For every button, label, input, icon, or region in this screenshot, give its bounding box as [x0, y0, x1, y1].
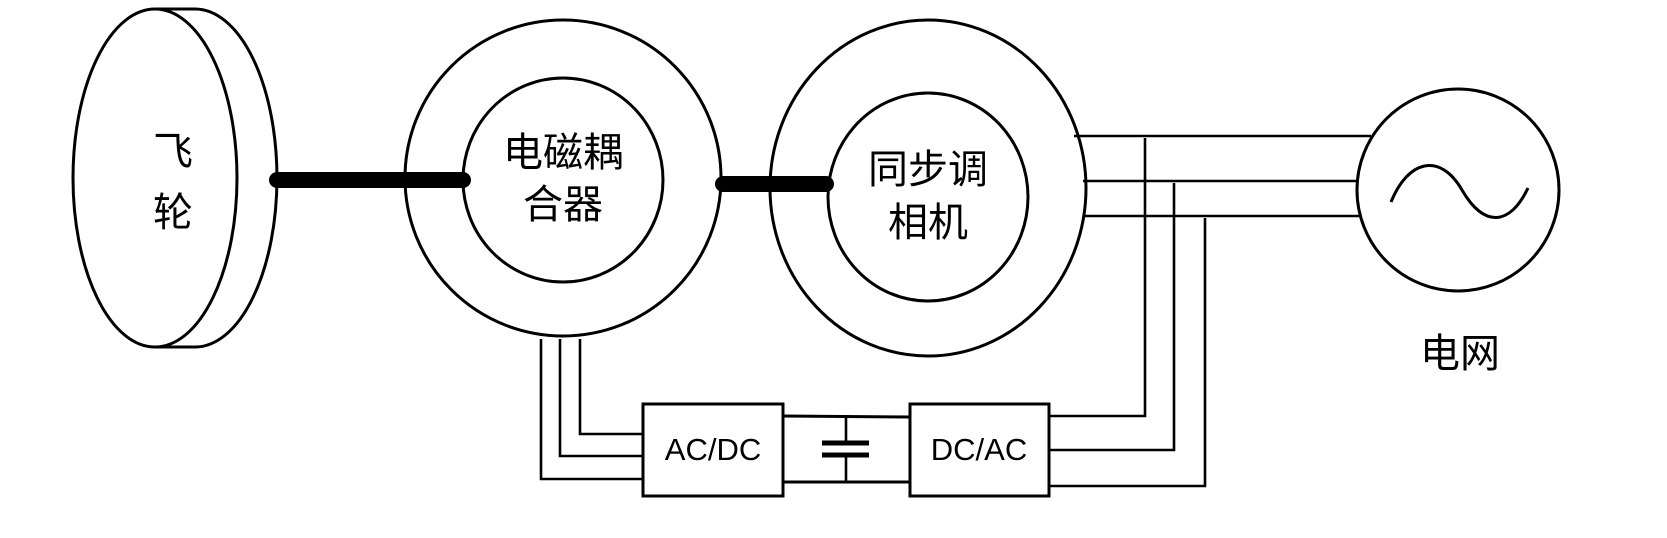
condenser-inner-ring [826, 91, 1030, 303]
coupler-inner-ring [461, 76, 665, 284]
three-phase-coupler-rectifier [539, 339, 643, 481]
flywheel-face [71, 7, 239, 349]
rectifier-block: AC/DC [641, 402, 785, 498]
inverter-phase-b [1049, 183, 1176, 452]
rectifier-box [641, 402, 785, 498]
dc-link [782, 414, 911, 484]
condenser-label-1: 同步调 [868, 147, 988, 193]
capacitor-icon [822, 417, 869, 482]
flywheel-label-1: 飞 [153, 129, 193, 175]
flywheel: 飞 轮 [71, 7, 279, 349]
flywheel-label-2: 轮 [153, 190, 193, 236]
dc-positive-rail [782, 414, 911, 419]
condenser-outer-ring [768, 18, 1088, 358]
coupler-phase-b [558, 339, 643, 458]
three-phase-inverter-bus [1049, 138, 1207, 488]
power-grid: 电网 [1355, 87, 1561, 377]
inverter-phase-a [1049, 138, 1147, 418]
inverter-block: DC/AC [908, 402, 1051, 498]
coupler-label-2: 合器 [523, 182, 603, 228]
coupler-label-1: 电磁耦 [503, 130, 623, 176]
grid-source-circle [1355, 87, 1561, 293]
condenser-label-2: 相机 [888, 200, 968, 246]
synchronous-condenser: 同步调 相机 [768, 18, 1088, 358]
three-phase-bus-condenser-grid [1074, 134, 1371, 218]
grid-label: 电网 [1420, 331, 1500, 377]
coupler-phase-c [539, 339, 643, 481]
ac-sine-wave-icon [1389, 164, 1530, 219]
coupler-phase-a [578, 339, 643, 436]
rectifier-label: AC/DC [665, 432, 761, 467]
inverter-label: DC/AC [931, 432, 1027, 467]
inverter-phase-c [1049, 218, 1207, 488]
